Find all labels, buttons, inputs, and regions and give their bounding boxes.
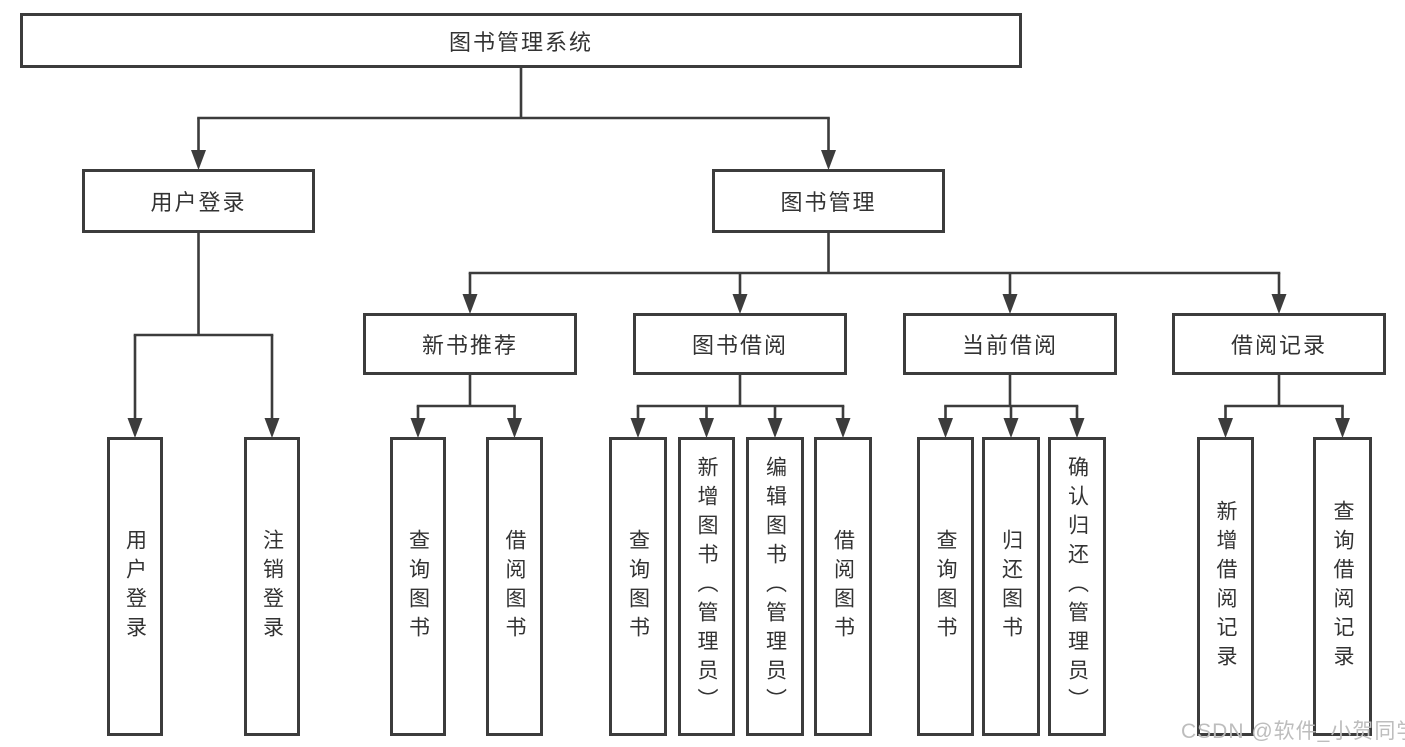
node-label-leaf-bb-edit: 编辑图书（管理员） <box>763 456 787 717</box>
arrowhead-icon <box>835 418 851 438</box>
arrowhead-icon <box>507 418 522 438</box>
arrowhead-icon <box>1002 294 1018 314</box>
node-leaf-user-login: 用户登录 <box>107 437 163 736</box>
arrowhead-icon <box>1218 418 1233 438</box>
node-label-leaf-cb-query: 查询图书 <box>934 528 957 645</box>
arrowhead-icon <box>1271 294 1287 314</box>
arrowhead-icon <box>938 418 953 438</box>
node-leaf-bb-query: 查询图书 <box>609 437 667 736</box>
arrowhead-icon <box>699 418 714 438</box>
node-label-leaf-nb-query: 查询图书 <box>406 528 430 645</box>
node-leaf-bb-borrow: 借阅图书 <box>814 437 872 736</box>
node-label-book-mgmt: 图书管理 <box>780 190 877 215</box>
node-label-leaf-cb-return: 归还图书 <box>999 528 1023 645</box>
node-leaf-cb-return: 归还图书 <box>982 437 1040 736</box>
node-leaf-nb-borrow: 借阅图书 <box>486 437 543 736</box>
arrowhead-icon <box>1069 418 1085 438</box>
node-book-borrow: 图书借阅 <box>633 313 847 375</box>
node-label-leaf-bb-borrow: 借阅图书 <box>831 528 855 645</box>
node-label-root: 图书管理系统 <box>448 29 593 55</box>
arrowhead-icon <box>630 418 646 438</box>
node-leaf-logout: 注销登录 <box>244 437 300 736</box>
node-label-leaf-logout: 注销登录 <box>260 528 284 645</box>
arrowhead-icon <box>732 294 748 314</box>
node-label-leaf-nb-borrow: 借阅图书 <box>503 528 526 645</box>
node-book-mgmt: 图书管理 <box>712 169 945 233</box>
node-label-new-book-rec: 新书推荐 <box>421 333 518 358</box>
node-leaf-cb-confirm: 确认归还（管理员） <box>1048 437 1106 736</box>
node-current-borrow: 当前借阅 <box>903 313 1117 375</box>
watermark: CSDN @软件_小贺同学 <box>1181 720 1405 743</box>
node-label-leaf-bb-add: 新增图书（管理员） <box>695 456 718 717</box>
arrowhead-icon <box>191 150 206 170</box>
arrowhead-icon <box>410 418 426 438</box>
node-label-user-login: 用户登录 <box>150 190 247 215</box>
node-label-leaf-cb-confirm: 确认归还（管理员） <box>1065 456 1089 717</box>
node-new-book-rec: 新书推荐 <box>363 313 577 375</box>
arrowhead-icon <box>127 418 143 438</box>
arrowhead-icon <box>1003 418 1019 438</box>
node-root: 图书管理系统 <box>20 13 1022 68</box>
node-leaf-br-add: 新增借阅记录 <box>1197 437 1254 736</box>
node-leaf-br-query: 查询借阅记录 <box>1313 437 1372 736</box>
arrowhead-icon <box>1335 418 1350 438</box>
arrowhead-icon <box>462 294 478 314</box>
node-label-leaf-user-login: 用户登录 <box>123 528 147 645</box>
arrowhead-icon <box>821 150 836 170</box>
node-label-leaf-bb-query: 查询图书 <box>626 528 650 645</box>
node-leaf-bb-add: 新增图书（管理员） <box>678 437 735 736</box>
node-label-book-borrow: 图书借阅 <box>691 333 788 358</box>
node-label-leaf-br-query: 查询借阅记录 <box>1331 499 1354 674</box>
node-leaf-cb-query: 查询图书 <box>917 437 974 736</box>
node-label-leaf-br-add: 新增借阅记录 <box>1214 499 1237 674</box>
node-leaf-bb-edit: 编辑图书（管理员） <box>746 437 804 736</box>
node-user-login: 用户登录 <box>82 169 315 233</box>
arrowhead-icon <box>767 418 783 438</box>
node-label-borrow-record: 借阅记录 <box>1230 333 1327 358</box>
node-borrow-record: 借阅记录 <box>1172 313 1386 375</box>
node-label-current-borrow: 当前借阅 <box>961 333 1058 358</box>
node-leaf-nb-query: 查询图书 <box>390 437 446 736</box>
arrowhead-icon <box>264 418 280 438</box>
